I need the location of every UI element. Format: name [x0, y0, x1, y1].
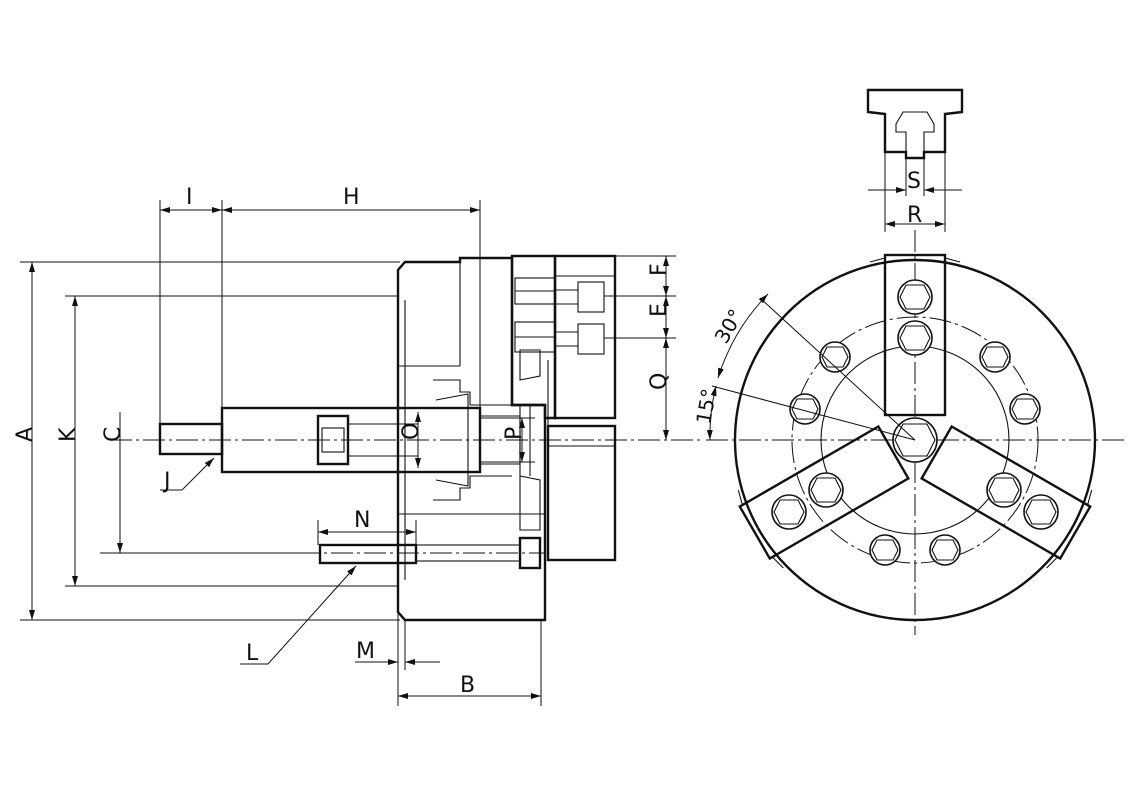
jaw-lower-left: [920, 424, 1093, 569]
label-H: H: [343, 185, 360, 210]
label-M: M: [356, 639, 375, 664]
chuck-outer-circle: [733, 258, 1097, 622]
front-view: 30° 15° S R: [691, 88, 1125, 635]
angle-30-label: 30°: [710, 305, 749, 348]
label-S: S: [907, 169, 921, 194]
side-view: A K C I H O P F E Q J N L M B: [13, 185, 700, 706]
t-slot-detail: [866, 88, 964, 232]
label-E: E: [647, 303, 672, 317]
label-C: C: [101, 427, 126, 442]
label-F: F: [647, 263, 672, 276]
label-R: R: [907, 203, 922, 228]
bolt-circle: [791, 316, 1039, 564]
draw-tube: [158, 393, 521, 487]
label-L: L: [246, 641, 259, 666]
angle-construction: [706, 293, 916, 441]
jaw-lower-right: [737, 424, 910, 569]
label-J: J: [162, 469, 171, 494]
label-O: O: [399, 423, 424, 440]
label-A: A: [13, 427, 38, 442]
label-Q: Q: [647, 373, 672, 390]
label-K: K: [56, 427, 81, 442]
angle-15-label: 15°: [691, 387, 721, 426]
label-N: N: [354, 508, 370, 533]
label-P: P: [502, 427, 527, 440]
mounting-bolts: [789, 341, 1041, 566]
dimension-lines: [29, 207, 669, 699]
label-I: I: [186, 185, 193, 210]
label-B: B: [460, 673, 475, 698]
jaw-assembly: [510, 254, 617, 562]
jaw-top: [869, 253, 961, 417]
